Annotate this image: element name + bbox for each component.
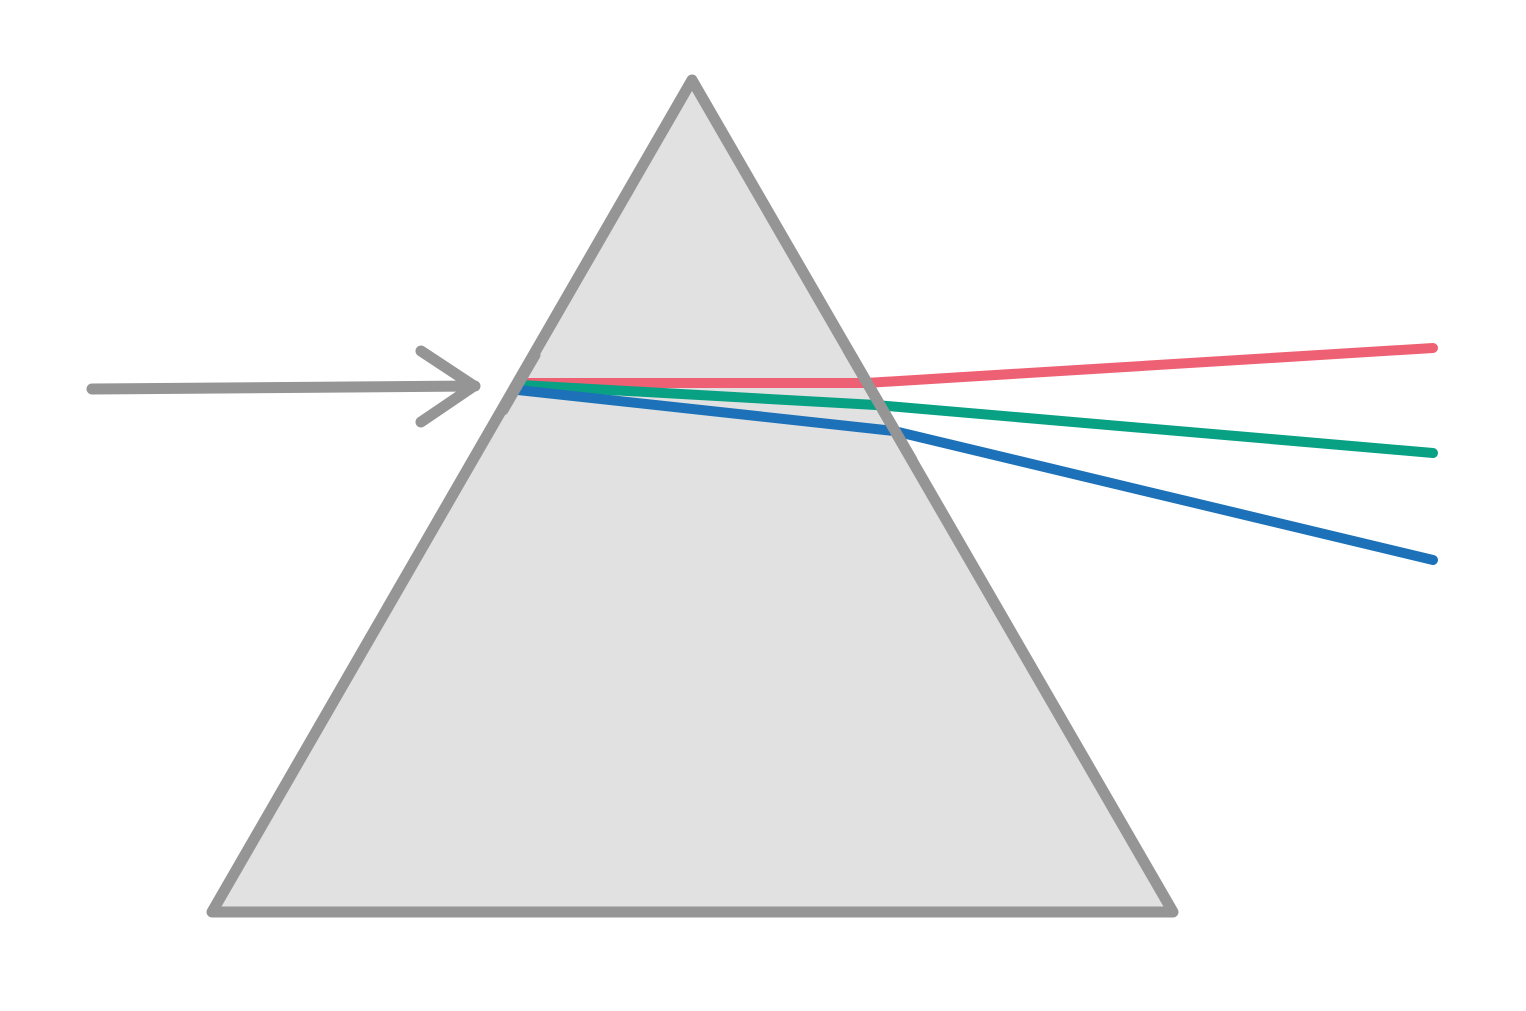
incident-light-ray xyxy=(86,345,481,428)
prism-left-face xyxy=(497,349,541,416)
incident-ray-line xyxy=(86,380,481,395)
prism-right-face xyxy=(842,344,918,466)
prism-edge-overlay xyxy=(497,344,918,466)
arrow-right-icon xyxy=(415,345,480,428)
prism xyxy=(206,74,1179,918)
